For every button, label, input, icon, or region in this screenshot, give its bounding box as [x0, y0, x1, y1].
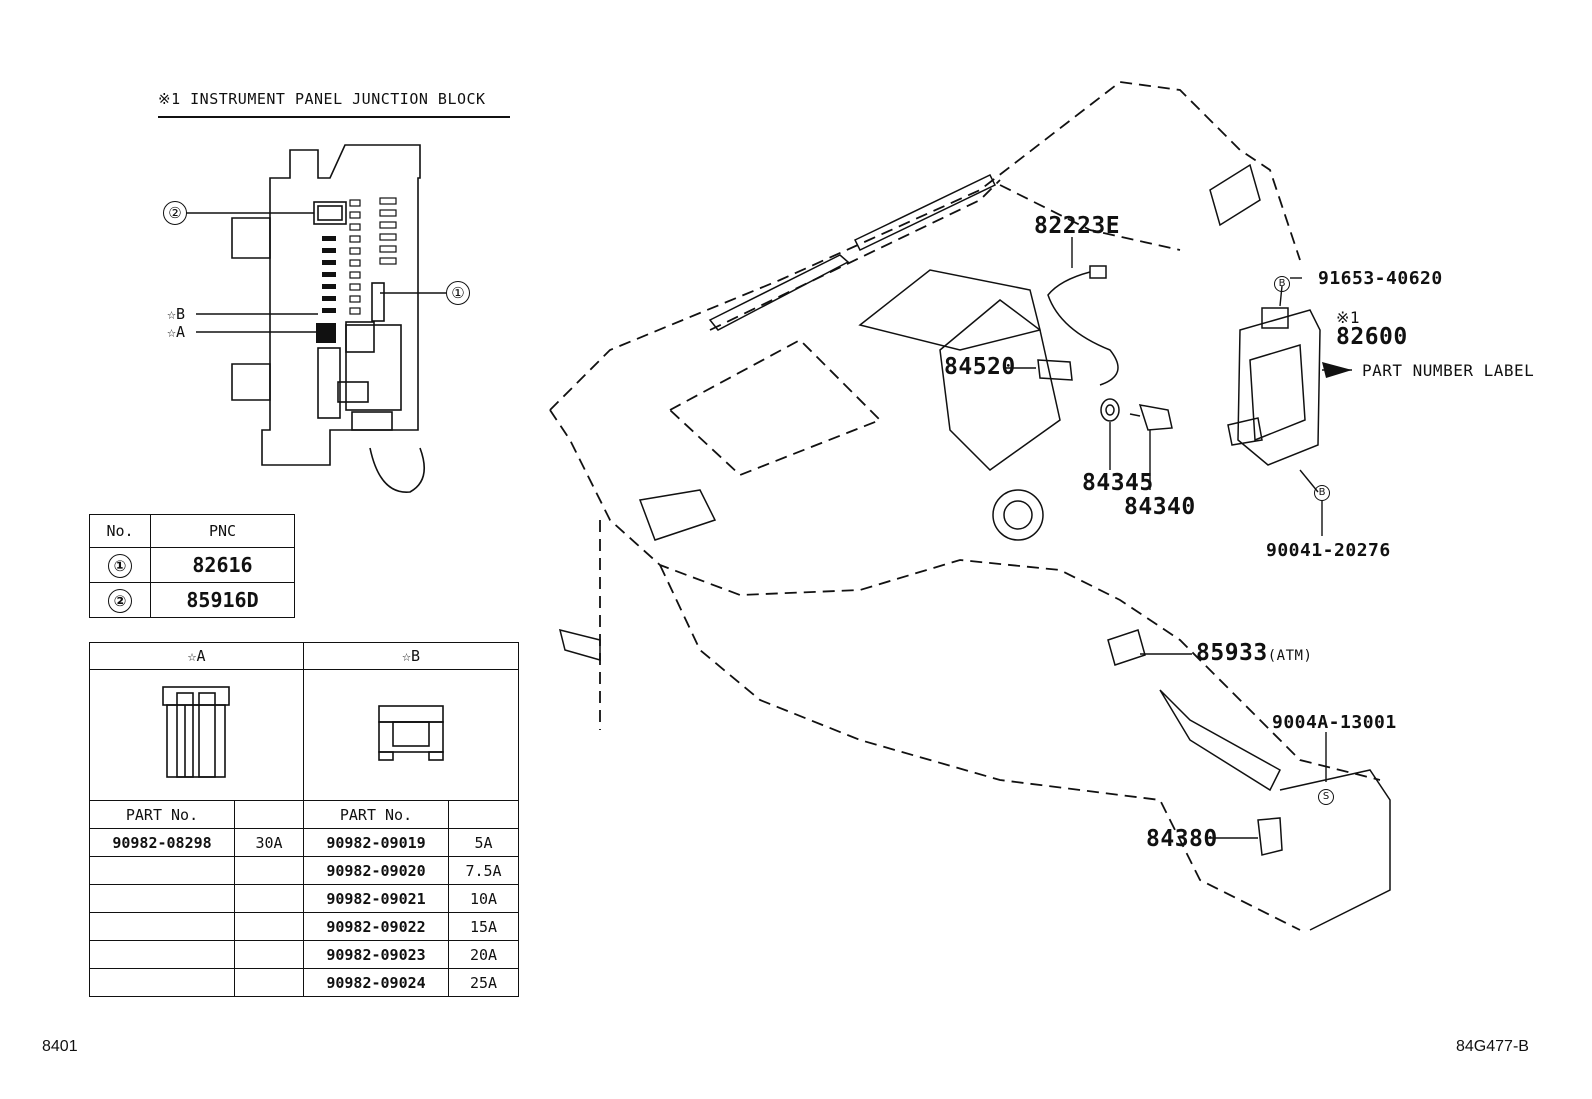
fuse-a-icon: [161, 686, 230, 778]
fuse-header-a: ☆A: [89, 642, 304, 670]
empty-cell: [89, 940, 235, 969]
empty-cell: [234, 856, 304, 885]
circle-2-icon: ②: [163, 201, 187, 225]
empty-cell: [89, 884, 235, 913]
empty-cell: [89, 912, 235, 941]
callout-85933: 85933: [1196, 640, 1268, 666]
fuse-b-part: 90982-09022: [303, 912, 449, 941]
pnc-row-value: 82616: [150, 547, 295, 583]
fuse-b-icon: [378, 705, 444, 761]
table-row: 90982-09021 10A: [89, 884, 519, 913]
table-row: 90982-09022 15A: [89, 912, 519, 941]
table-row: 90982-08298 30A 90982-09019 5A: [89, 828, 519, 857]
pnc-header-pnc: PNC: [150, 514, 295, 548]
fuse-a-part: 90982-08298: [89, 828, 235, 857]
empty-cell: [234, 912, 304, 941]
fuse-b-part-header: PART No.: [303, 800, 449, 829]
empty-cell: [234, 940, 304, 969]
callout-b-top: B: [1274, 271, 1290, 292]
fuse-b-amp: 15A: [448, 912, 519, 941]
circle-2-icon: ②: [108, 589, 132, 613]
callout-85933-group: 85933(ATM): [1196, 640, 1312, 666]
footer-right-code: 84G477-B: [1456, 1038, 1529, 1055]
b-circle-icon: B: [1314, 485, 1330, 501]
fuse-b-part: 90982-09021: [303, 884, 449, 913]
fuse-b-amp: 20A: [448, 940, 519, 969]
star-b-label: ☆B: [167, 305, 186, 323]
pnc-row-no: ①: [89, 547, 151, 583]
fuse-b-image-cell: [303, 669, 519, 801]
b-circle-icon: B: [1274, 276, 1290, 292]
fuse-a-part-header: PART No.: [89, 800, 235, 829]
empty-cell: [234, 968, 304, 997]
fuse-b-amp-header: [448, 800, 519, 829]
fuse-b-part: 90982-09024: [303, 968, 449, 997]
fuse-b-amp: 10A: [448, 884, 519, 913]
callout-2-label: ②: [163, 201, 187, 225]
fuse-a-amp: 30A: [234, 828, 304, 857]
callout-b-bottom: B: [1314, 480, 1330, 501]
fuse-header-b: ☆B: [303, 642, 519, 670]
callout-84380: 84380: [1146, 826, 1218, 852]
pnc-table: No. PNC ① 82616 ② 85916D: [89, 514, 295, 618]
callout-90041-20276: 90041-20276: [1266, 540, 1391, 561]
title-underline: [158, 116, 510, 118]
callout-91653-40620: 91653-40620: [1318, 268, 1443, 289]
fuse-b-amp: 5A: [448, 828, 519, 857]
callout-9004a-13001: 9004A-13001: [1272, 712, 1397, 733]
star-a-label: ☆A: [167, 323, 186, 341]
callout-1-label: ①: [446, 281, 470, 305]
callout-ref-1: ※1: [1336, 308, 1361, 327]
table-row: 90982-09020 7.5A: [89, 856, 519, 885]
fuse-table: ☆A ☆B: [89, 642, 519, 997]
circle-1-icon: ①: [446, 281, 470, 305]
pnc-header-no: No.: [89, 514, 151, 548]
callout-84340: 84340: [1124, 494, 1196, 520]
callout-82223e: 82223E: [1034, 213, 1121, 239]
circle-1-icon: ①: [108, 554, 132, 578]
fuse-a-amp-header: [234, 800, 304, 829]
callout-85933-note: (ATM): [1267, 648, 1313, 664]
callout-84520: 84520: [944, 354, 1016, 380]
callout-part-number-label: PART NUMBER LABEL: [1362, 361, 1535, 380]
table-row: 90982-09023 20A: [89, 940, 519, 969]
footer-left-code: 8401: [42, 1038, 78, 1055]
callout-84345: 84345: [1082, 470, 1154, 496]
table-row: 90982-09024 25A: [89, 968, 519, 997]
empty-cell: [234, 884, 304, 913]
fuse-b-part: 90982-09020: [303, 856, 449, 885]
fuse-b-amp: 25A: [448, 968, 519, 997]
s-circle-icon: S: [1318, 789, 1334, 805]
fuse-b-part: 90982-09019: [303, 828, 449, 857]
pnc-row-value: 85916D: [150, 582, 295, 618]
callout-82600: 82600: [1336, 324, 1408, 350]
empty-cell: [89, 856, 235, 885]
callout-s: S: [1318, 784, 1334, 805]
fuse-b-amp: 7.5A: [448, 856, 519, 885]
empty-cell: [89, 968, 235, 997]
fuse-b-part: 90982-09023: [303, 940, 449, 969]
pnc-row-no: ②: [89, 582, 151, 618]
junction-block-title: ※1 INSTRUMENT PANEL JUNCTION BLOCK: [158, 90, 486, 108]
fuse-a-image-cell: [89, 669, 304, 801]
